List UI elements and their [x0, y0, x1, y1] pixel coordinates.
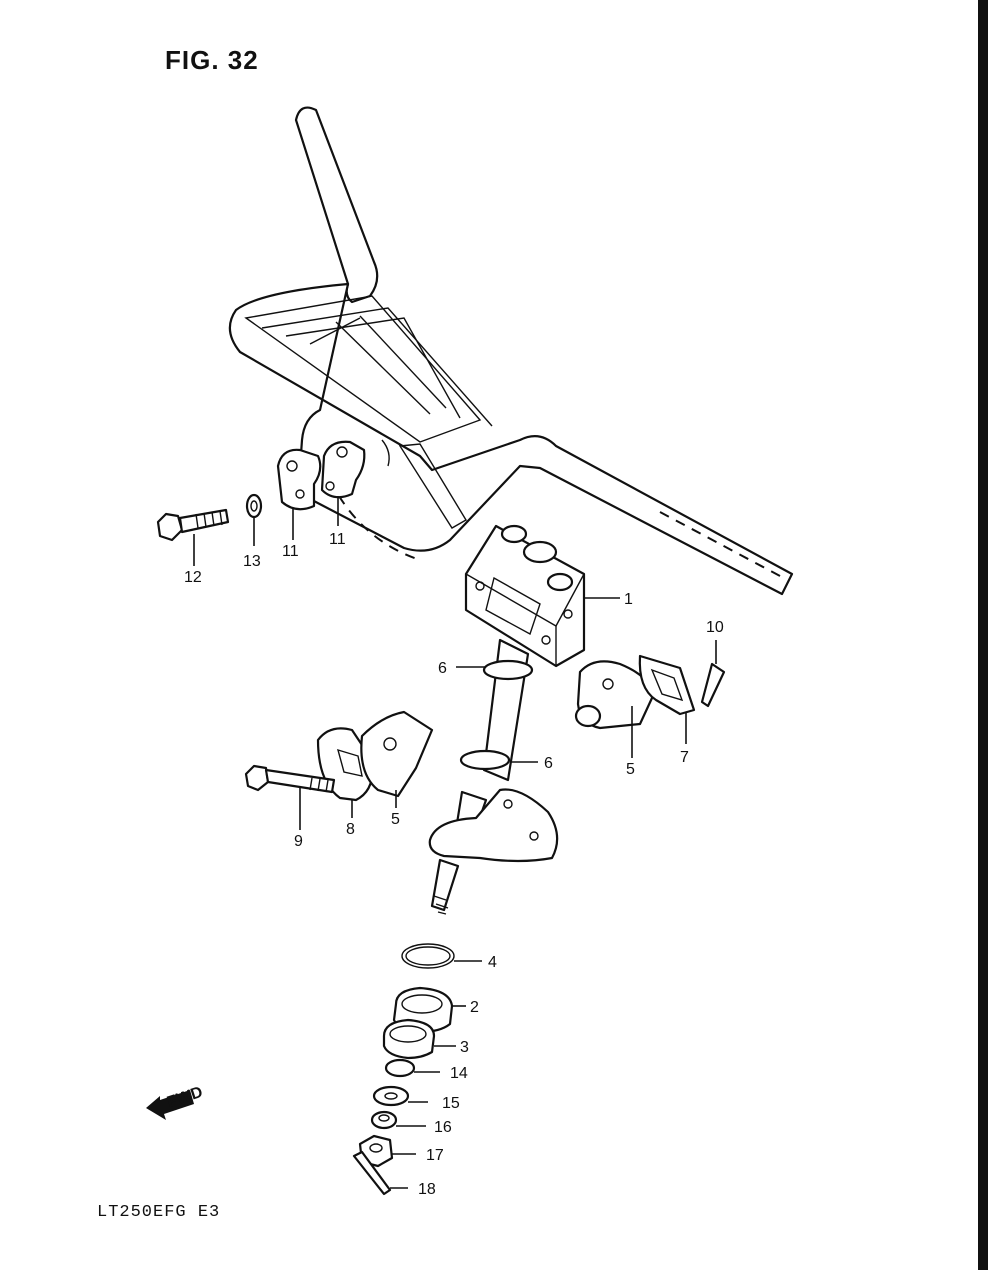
- steering-stem-head: [464, 524, 586, 668]
- cotter-pin-upper: [700, 662, 726, 708]
- callout-8: 8: [346, 821, 355, 838]
- callout-3: 3: [460, 1039, 469, 1056]
- clamp-bolt-long: [244, 764, 336, 794]
- callout-11-right: 11: [329, 531, 346, 548]
- callout-5-left: 5: [391, 811, 400, 828]
- clamp-bolt: [156, 508, 230, 542]
- figure-title: FIG. 32: [165, 45, 259, 75]
- callout-7: 7: [680, 749, 689, 766]
- steering-shaft: [428, 638, 559, 915]
- callout-6-upper: 6: [438, 660, 447, 677]
- callout-10: 10: [706, 619, 724, 636]
- lock-washer: [245, 493, 263, 519]
- callout-11-left: 11: [282, 543, 299, 560]
- callout-2: 2: [470, 999, 479, 1016]
- cotter-pin-lower: [352, 1150, 392, 1196]
- forward-direction-arrow: FWD: [146, 1084, 205, 1120]
- callout-17: 17: [426, 1147, 444, 1164]
- lower-clamp-left: [360, 710, 434, 798]
- snap-ring: [401, 943, 455, 969]
- callout-5-right: 5: [626, 761, 635, 778]
- clamp-plate-right: [638, 654, 696, 716]
- washer-large: [372, 1085, 410, 1107]
- callout-18: 18: [418, 1181, 436, 1198]
- upper-handlebar-clamp-right: [320, 440, 366, 499]
- callout-9: 9: [294, 833, 303, 850]
- callout-13: 13: [243, 553, 261, 570]
- upper-handlebar-clamp-left: [276, 448, 322, 511]
- washer-small: [370, 1110, 398, 1130]
- model-code: LT250EFG E3: [97, 1203, 221, 1222]
- page-edge-rule: [978, 0, 988, 1270]
- leader-lines: [193, 496, 717, 1189]
- handlebar: [228, 106, 794, 596]
- callout-15: 15: [442, 1095, 460, 1112]
- callout-1: 1: [624, 591, 633, 608]
- fwd-label: FWD: [165, 1084, 205, 1111]
- o-ring: [384, 1058, 416, 1078]
- callout-14: 14: [450, 1065, 468, 1082]
- bearing: [382, 1018, 436, 1060]
- callout-4: 4: [488, 954, 497, 971]
- callout-6-lower: 6: [544, 755, 553, 772]
- callout-16: 16: [434, 1119, 452, 1136]
- callout-12: 12: [184, 569, 202, 586]
